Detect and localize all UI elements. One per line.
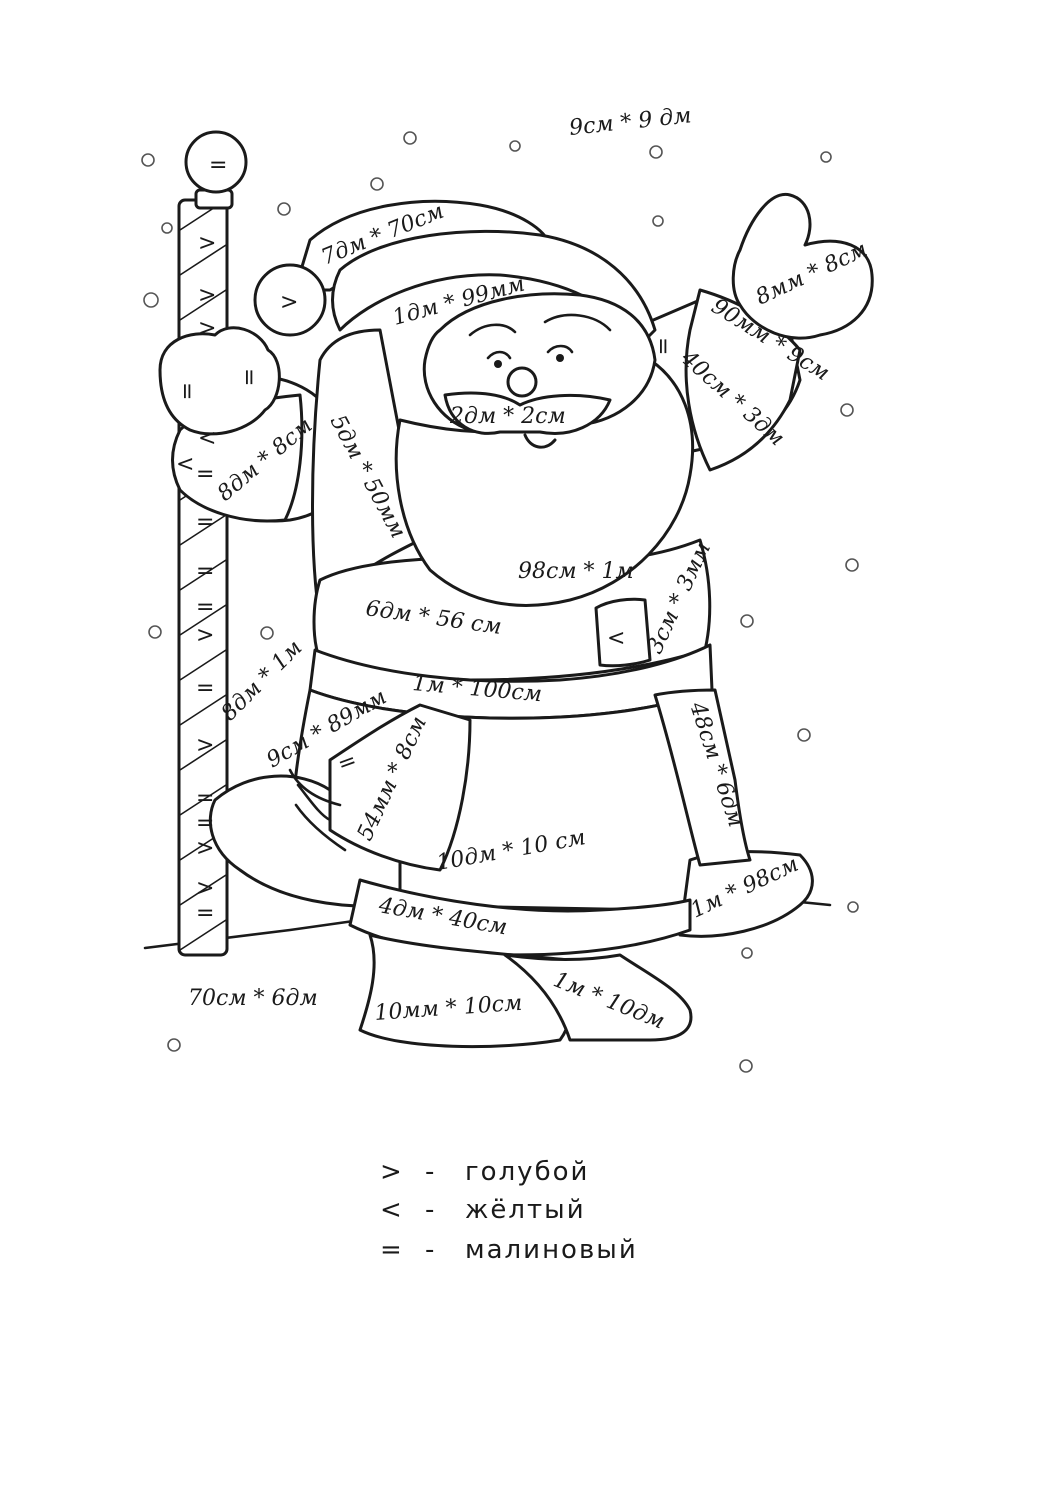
snowflakes <box>141 131 859 1073</box>
nose <box>506 366 538 398</box>
legend-row-crimson: = - малиновый <box>380 1235 638 1265</box>
mark-staff-top: = <box>209 153 227 178</box>
right-boot <box>503 953 693 1042</box>
coat-right-side <box>653 688 752 867</box>
staff-mark-9: > <box>196 623 214 648</box>
legend-dash: - <box>425 1235 436 1265</box>
coat-panel <box>328 703 472 872</box>
legend-color-name: жёлтый <box>465 1195 586 1225</box>
left-eye-pupil <box>494 360 502 368</box>
legend-row-yellow: < - жёлтый <box>380 1195 586 1225</box>
staff-mark-13: > <box>196 836 214 861</box>
staff-mark-2: > <box>198 283 216 308</box>
left-mitten <box>158 326 281 436</box>
legend-row-blue: > - голубой <box>380 1157 589 1187</box>
mouth <box>523 433 557 449</box>
left-eye <box>486 350 512 360</box>
mark-pompom: > <box>280 290 298 315</box>
staff-mark-11: > <box>196 733 214 758</box>
staff-mark-15: > <box>196 876 214 901</box>
task-left-boot-outside: 70см * 6дм <box>188 986 318 1011</box>
task-mouth: 2дм * 2см <box>449 404 566 429</box>
task-top-right: 9см * 9 дм <box>568 103 693 141</box>
staff-mark-8: = <box>196 595 214 620</box>
staff-mark-4: < <box>198 426 216 451</box>
mark-left-mitten-b: = <box>236 368 261 386</box>
legend-symbol: < <box>380 1195 404 1225</box>
staff-mark-10: = <box>196 676 214 701</box>
mark-coat-fold: < <box>607 626 625 651</box>
staff-mark-1: > <box>198 231 216 256</box>
right-eye-pupil <box>556 354 564 362</box>
legend-symbol: = <box>380 1235 404 1265</box>
staff-mark-12: = <box>196 786 214 811</box>
staff-mark-3: > <box>198 316 216 341</box>
staff-mark-7: = <box>196 559 214 584</box>
task-beard-bottom: 98см * 1м <box>518 559 634 584</box>
coat-fold <box>594 597 652 668</box>
legend-color-name: голубой <box>465 1157 589 1187</box>
staff-mark-6: = <box>196 510 214 535</box>
staff-mark-16: = <box>196 901 214 926</box>
mark-hat-right: = <box>650 337 675 355</box>
staff-mark-5: = <box>196 462 214 487</box>
legend-color-name: малиновый <box>465 1235 638 1265</box>
mark-left-mitten-a: = <box>174 382 199 400</box>
task-left-of-coat: 8дм * 1м <box>217 635 308 726</box>
mustache <box>443 391 612 435</box>
right-eye <box>546 344 574 354</box>
legend-symbol: > <box>380 1157 404 1187</box>
mark-staff-hand: < <box>176 452 194 477</box>
legend: > - голубой < - жёлтый = - малиновый <box>380 1157 638 1265</box>
legend-dash: - <box>425 1195 436 1225</box>
staff-mark-14: = <box>196 811 214 836</box>
eyebrows <box>468 313 612 337</box>
hat-pompom <box>253 263 327 337</box>
legend-dash: - <box>425 1157 436 1187</box>
right-mitten <box>731 193 874 340</box>
symbol-marks: = > = = < = < = > > > < = = = = > = > = … <box>174 153 675 926</box>
